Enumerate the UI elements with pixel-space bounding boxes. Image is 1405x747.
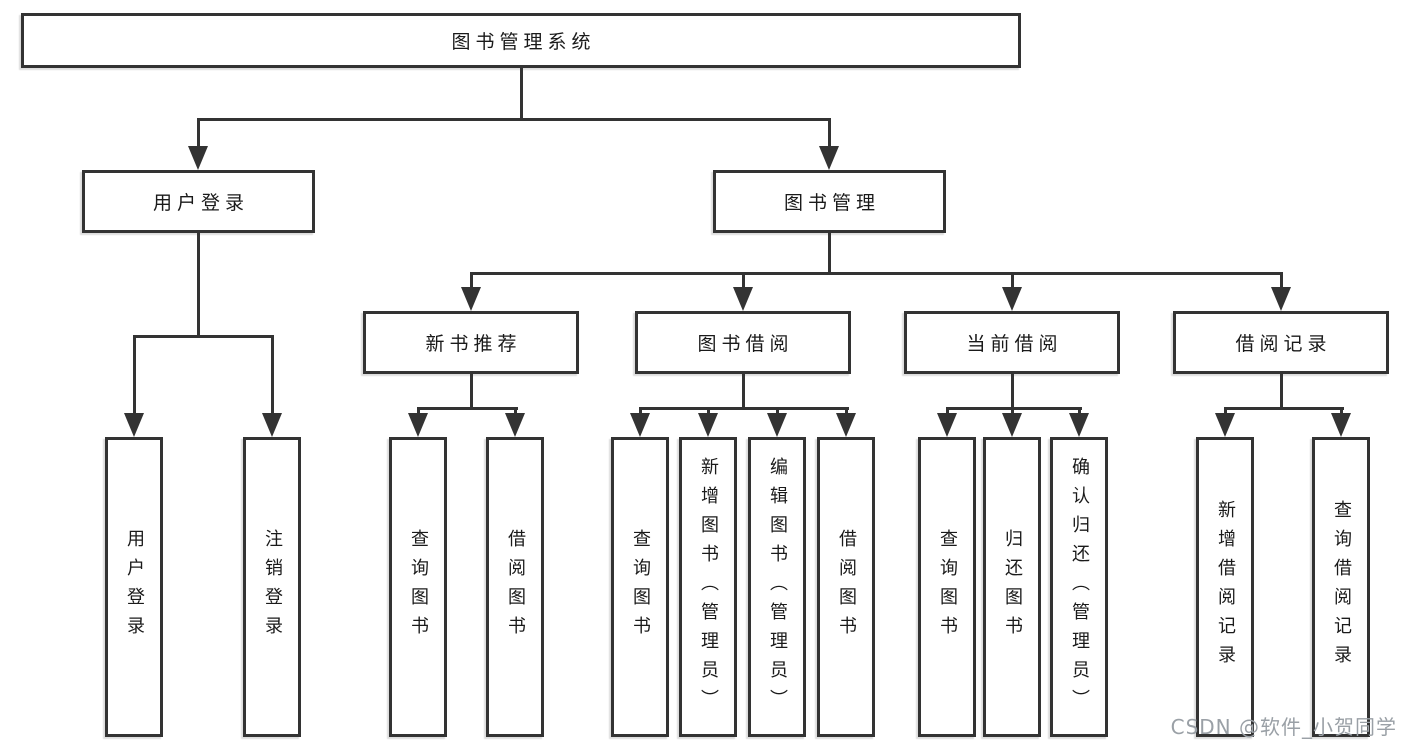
leaf-query-books-current: 查询图书 [918,437,976,737]
leaf-edit-book-admin: 编辑图书（管理员） [748,437,806,737]
connector-drop [776,407,779,414]
node-root: 图书管理系统 [21,13,1021,68]
connector-drop-book-management [828,118,831,147]
leaf-confirm-return-admin: 确认归还（管理员） [1050,437,1108,737]
node-new-book-recommend-label: 新书推荐 [425,333,522,355]
connector-root-stem [520,68,523,121]
leaf-user-login-label: 用户登录 [124,529,145,645]
connector-drop [514,407,517,414]
leaf-query-borrow-record: 查询借阅记录 [1312,437,1370,737]
leaf-query-books-current-label: 查询图书 [937,529,958,645]
connector-drop-user-login [197,118,200,147]
leaf-query-books-borrow-label: 查询图书 [630,529,651,645]
connector-drop [1078,407,1081,414]
node-book-borrow: 图书借阅 [635,311,851,374]
node-book-management-label: 图书管理 [783,192,880,214]
node-current-borrow-label: 当前借阅 [966,333,1063,355]
arrowhead-down-icon [188,146,208,170]
connector-user-login-stem [197,233,200,338]
arrowhead-down-icon [819,146,839,170]
leaf-add-borrow-record: 新增借阅记录 [1196,437,1254,737]
node-borrow-records: 借阅记录 [1173,311,1389,374]
connector-level2-bar [197,118,831,121]
connector-borrow-records-bar [1224,407,1344,410]
connector-drop-borrow-records [1280,272,1283,288]
leaf-borrow-books-label: 借阅图书 [836,529,857,645]
arrowhead-down-icon [124,413,144,437]
leaf-add-borrow-record-label: 新增借阅记录 [1215,500,1236,674]
connector-current-borrow-stem [1011,374,1014,410]
arrowhead-down-icon [698,413,718,437]
node-borrow-records-label: 借阅记录 [1235,333,1332,355]
leaf-query-books-recommend-label: 查询图书 [408,529,429,645]
leaf-return-book-label: 归还图书 [1002,529,1023,645]
arrowhead-down-icon [1215,413,1235,437]
leaf-logout-label: 注销登录 [262,529,283,645]
leaf-query-books-borrow: 查询图书 [611,437,669,737]
connector-user-login-bar [133,335,274,338]
connector-drop-book-borrow [742,272,745,288]
connector-level3-bar [470,272,1283,275]
arrowhead-down-icon [1271,287,1291,311]
connector-book-management-stem [828,233,831,275]
connector-drop [639,407,642,414]
leaf-borrow-books-recommend: 借阅图书 [486,437,544,737]
leaf-confirm-return-admin-label: 确认归还（管理员） [1069,456,1090,718]
arrowhead-down-icon [937,413,957,437]
arrowhead-down-icon [1002,287,1022,311]
leaf-borrow-books: 借阅图书 [817,437,875,737]
connector-drop [845,407,848,414]
node-root-label: 图书管理系统 [451,31,596,53]
arrowhead-down-icon [1002,413,1022,437]
leaf-edit-book-admin-label: 编辑图书（管理员） [767,456,788,718]
connector-drop [417,407,420,414]
node-user-login-label: 用户登录 [152,192,249,214]
arrowhead-down-icon [408,413,428,437]
connector-new-book-bar [417,407,518,410]
arrowhead-down-icon [733,287,753,311]
arrowhead-down-icon [836,413,856,437]
connector-drop [1011,407,1014,414]
leaf-query-borrow-record-label: 查询借阅记录 [1331,500,1352,674]
node-current-borrow: 当前借阅 [904,311,1120,374]
leaf-add-book-admin-label: 新增图书（管理员） [698,456,719,718]
node-book-borrow-label: 图书借阅 [697,333,794,355]
arrowhead-down-icon [1069,413,1089,437]
connector-book-borrow-bar [639,407,849,410]
connector-drop [1340,407,1343,414]
node-new-book-recommend: 新书推荐 [363,311,579,374]
connector-drop [707,407,710,414]
leaf-add-book-admin: 新增图书（管理员） [679,437,737,737]
connector-new-book-stem [470,374,473,410]
leaf-user-login: 用户登录 [105,437,163,737]
connector-drop [1224,407,1227,414]
connector-borrow-records-stem [1280,374,1283,410]
leaf-logout: 注销登录 [243,437,301,737]
connector-drop-leaf-user-login [133,335,136,414]
connector-drop-current-borrow [1011,272,1014,288]
arrowhead-down-icon [505,413,525,437]
connector-drop-new-book [470,272,473,288]
leaf-query-books-recommend: 查询图书 [389,437,447,737]
connector-current-borrow-bar [946,407,1082,410]
arrowhead-down-icon [630,413,650,437]
arrowhead-down-icon [1331,413,1351,437]
leaf-return-book: 归还图书 [983,437,1041,737]
arrowhead-down-icon [461,287,481,311]
connector-drop [946,407,949,414]
node-user-login: 用户登录 [82,170,315,233]
node-book-management: 图书管理 [713,170,946,233]
arrowhead-down-icon [767,413,787,437]
leaf-borrow-books-recommend-label: 借阅图书 [505,529,526,645]
connector-drop-leaf-logout [271,335,274,414]
connector-book-borrow-stem [742,374,745,410]
arrowhead-down-icon [262,413,282,437]
watermark: CSDN @软件_小贺同学 [1170,715,1397,739]
